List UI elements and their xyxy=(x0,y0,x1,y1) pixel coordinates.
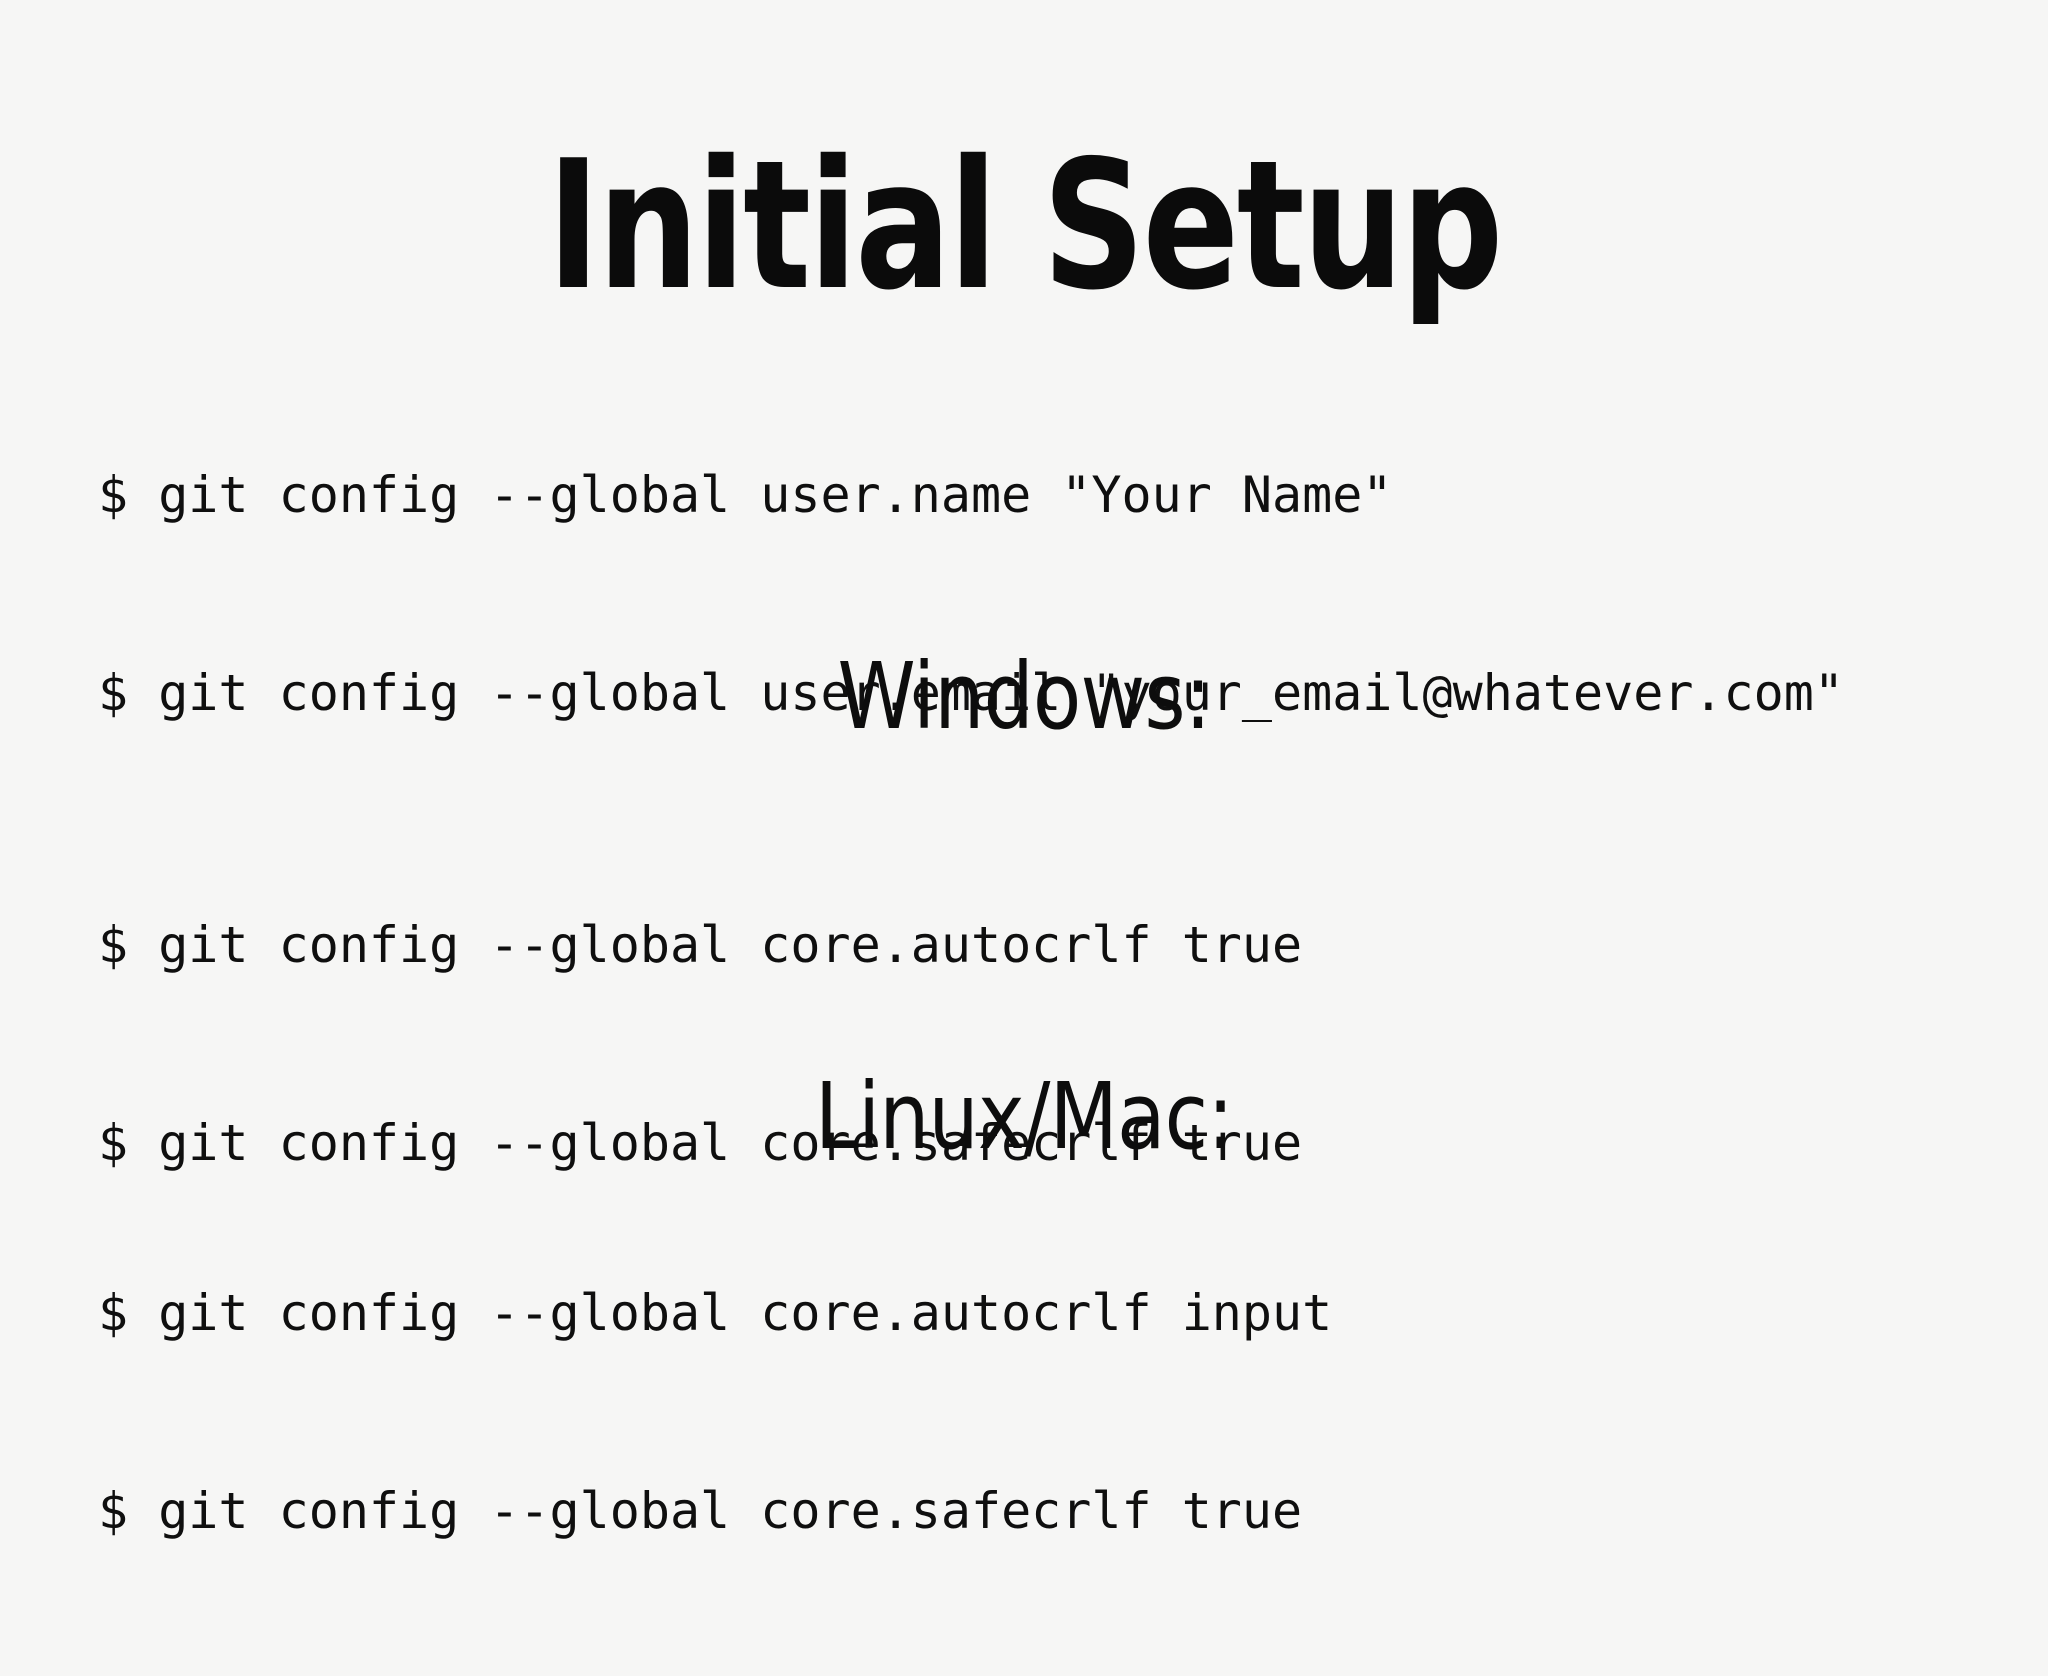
code-block-windows: $ git config --global core.autocrlf true… xyxy=(98,780,1302,1308)
code-line-user-email: $ git config --global user.email "your_e… xyxy=(98,664,1844,722)
code-line-windows-safecrlf: $ git config --global core.safecrlf true xyxy=(98,1114,1303,1172)
slide-root: Initial Setup $ git config --global user… xyxy=(98,122,1844,1540)
section-heading-windows: Windows: xyxy=(837,643,1212,751)
section-heading-linux-mac: Linux/Mac: xyxy=(814,1063,1234,1171)
code-line-unix-safecrlf: $ git config --global core.safecrlf true xyxy=(98,1482,1303,1540)
code-line-unix-autocrlf: $ git config --global core.autocrlf inpu… xyxy=(98,1284,1333,1342)
code-line-user-name: $ git config --global user.name "Your Na… xyxy=(98,466,1393,524)
page-title: Initial Setup xyxy=(547,122,1503,330)
code-block-identity: $ git config --global user.name "Your Na… xyxy=(98,330,1844,858)
code-line-windows-autocrlf: $ git config --global core.autocrlf true xyxy=(98,916,1303,974)
code-block-linux-mac: $ git config --global core.autocrlf inpu… xyxy=(98,1148,1332,1676)
